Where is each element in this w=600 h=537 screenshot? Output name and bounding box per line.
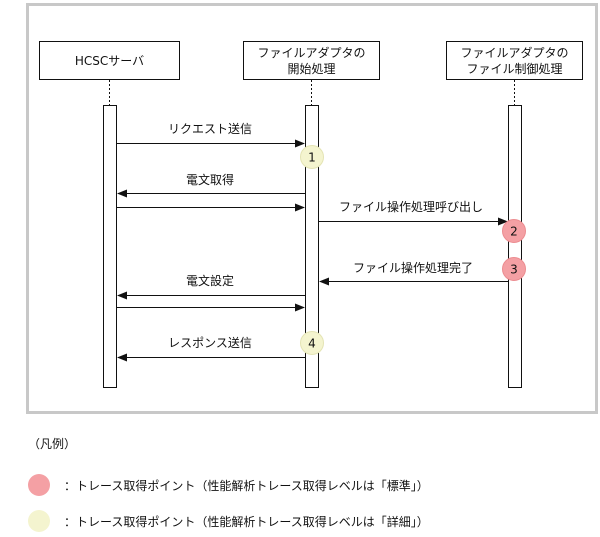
trace-point-1: 1 [300,145,324,169]
actor-ctrl: ファイルアダプタの ファイル制御処理 [446,41,583,80]
legend-item-detail: ：トレース取得ポイント（性能解析トレース取得レベルは「詳細」） [28,510,429,532]
legend-standard-text: ：トレース取得ポイント（性能解析トレース取得レベルは「標準」） [64,478,429,493]
label-file-op-call: ファイル操作処理呼び出し [339,199,483,214]
legend-title: （凡例） [28,437,77,451]
trace-point-1-marker [300,145,324,169]
trace-point-2: 2 [502,219,526,243]
label-file-op-done: ファイル操作処理完了 [353,260,473,275]
trace-point-3-number: 3 [510,263,518,277]
actor-start-label-1: ファイルアダプタの [257,45,365,60]
actor-ctrl-label-1: ファイルアダプタの [460,45,568,60]
legend-detail-dot-icon [28,510,50,532]
legend-item-standard: ：トレース取得ポイント（性能解析トレース取得レベルは「標準」） [28,474,429,496]
actor-hcsc-label: HCSCサーバ [75,54,144,68]
label-set-message: 電文設定 [186,273,234,288]
actor-hcsc: HCSCサーバ [39,41,180,80]
legend-standard-dot-icon [28,474,50,496]
trace-point-4-marker [300,331,324,355]
trace-point-1-number: 1 [308,151,316,165]
trace-point-3: 3 [502,257,526,281]
actor-ctrl-label-2: ファイル制御処理 [466,61,562,76]
activation-hcsc [103,105,117,388]
label-response-send: レスポンス送信 [168,335,252,350]
activation-ctrl [508,105,522,388]
trace-point-4-number: 4 [308,337,316,351]
trace-point-2-number: 2 [510,225,518,239]
activation-start [305,105,319,388]
actor-start-label-2: 開始処理 [287,62,335,76]
diagram-frame [26,3,598,414]
legend-detail-text: ：トレース取得ポイント（性能解析トレース取得レベルは「詳細」） [64,514,429,529]
trace-point-4: 4 [300,331,324,355]
trace-point-2-marker [502,219,526,243]
trace-point-3-marker [502,257,526,281]
actor-start: ファイルアダプタの 開始処理 [243,41,380,80]
label-get-message: 電文取得 [186,172,234,187]
label-request-send: リクエスト送信 [168,121,252,136]
